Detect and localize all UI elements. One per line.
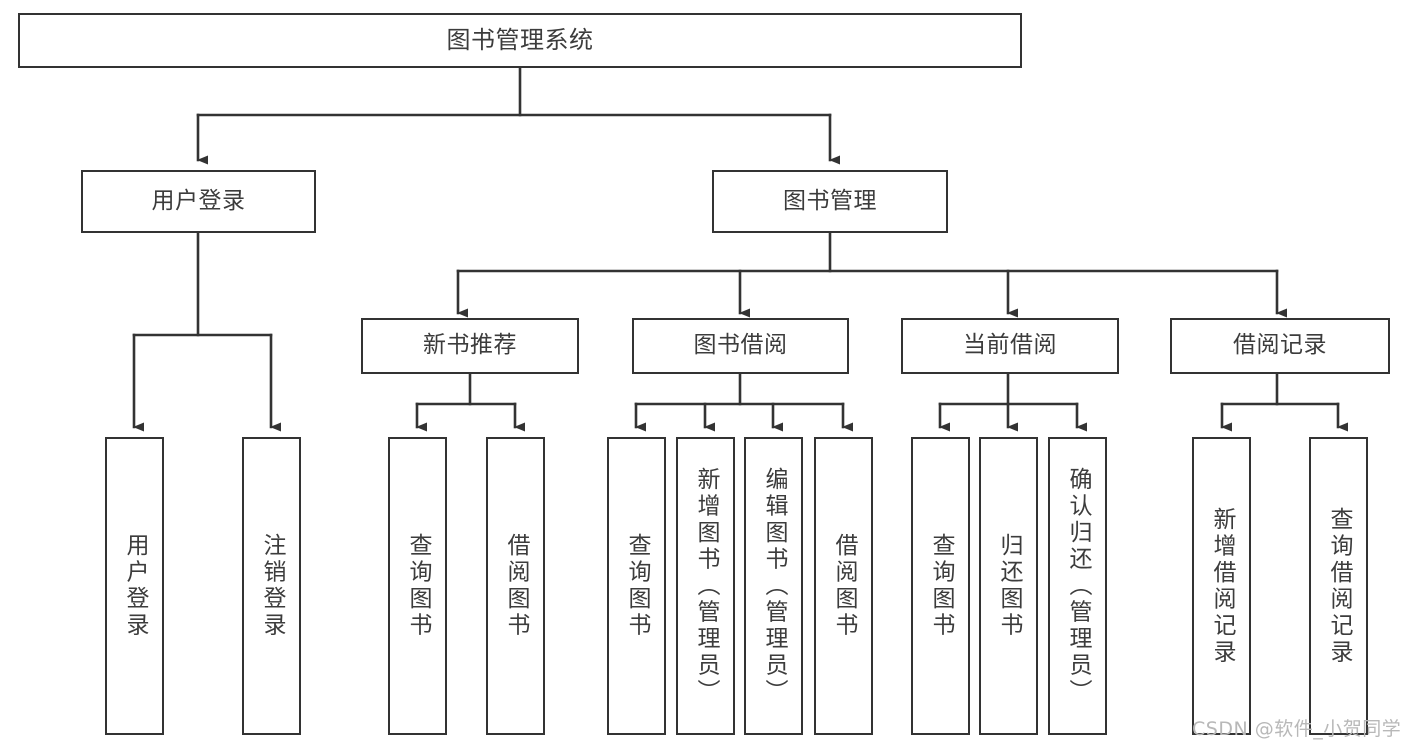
node-leaf-query-record[interactable]: 查询借阅记录 [1309, 437, 1368, 735]
csdn-watermark: CSDN @软件_小贺同学 [1192, 718, 1402, 740]
node-label: 图书管理 [783, 187, 877, 214]
node-leaf-query-book-1[interactable]: 查询图书 [388, 437, 447, 735]
node-label: 查询借阅记录 [1326, 506, 1352, 666]
node-label: 图书借阅 [693, 332, 788, 359]
node-label: 查询图书 [624, 533, 650, 639]
node-label: 查询图书 [928, 533, 954, 639]
node-current-borrow[interactable]: 当前借阅 [901, 318, 1119, 374]
node-label: 新书推荐 [423, 332, 517, 359]
node-leaf-add-book[interactable]: 新增图书（管理员） [676, 437, 735, 735]
node-label: 查询图书 [405, 533, 431, 639]
node-label: 借阅图书 [503, 533, 529, 639]
node-leaf-logout-login[interactable]: 注销登录 [242, 437, 301, 735]
node-label: 确认归还（管理员） [1065, 466, 1091, 706]
node-label: 注销登录 [259, 533, 285, 639]
node-leaf-add-record[interactable]: 新增借阅记录 [1192, 437, 1251, 735]
node-label: 借阅图书 [831, 533, 857, 639]
node-label: 新增图书（管理员） [693, 466, 719, 706]
node-label: 用户登录 [122, 533, 148, 639]
node-label: 用户登录 [151, 187, 246, 214]
node-leaf-query-book-2[interactable]: 查询图书 [607, 437, 666, 735]
node-label: 借阅记录 [1233, 332, 1327, 359]
node-leaf-edit-book[interactable]: 编辑图书（管理员） [744, 437, 803, 735]
node-leaf-borrow-book-2[interactable]: 借阅图书 [814, 437, 873, 735]
node-book-borrow[interactable]: 图书借阅 [632, 318, 849, 374]
node-label: 编辑图书（管理员） [761, 466, 787, 706]
node-borrow-record[interactable]: 借阅记录 [1170, 318, 1390, 374]
node-user-login[interactable]: 用户登录 [81, 170, 316, 233]
node-leaf-user-login[interactable]: 用户登录 [105, 437, 164, 735]
node-new-book-recommend[interactable]: 新书推荐 [361, 318, 579, 374]
node-label: 当前借阅 [963, 332, 1057, 359]
node-leaf-borrow-book-1[interactable]: 借阅图书 [486, 437, 545, 735]
node-label: 归还图书 [996, 533, 1022, 639]
node-book-manage[interactable]: 图书管理 [712, 170, 948, 233]
node-label: 新增借阅记录 [1209, 506, 1235, 666]
node-leaf-confirm-return[interactable]: 确认归还（管理员） [1048, 437, 1107, 735]
node-label: 图书管理系统 [446, 26, 594, 55]
node-leaf-query-book-3[interactable]: 查询图书 [911, 437, 970, 735]
node-leaf-return-book[interactable]: 归还图书 [979, 437, 1038, 735]
node-root-system[interactable]: 图书管理系统 [18, 13, 1022, 68]
